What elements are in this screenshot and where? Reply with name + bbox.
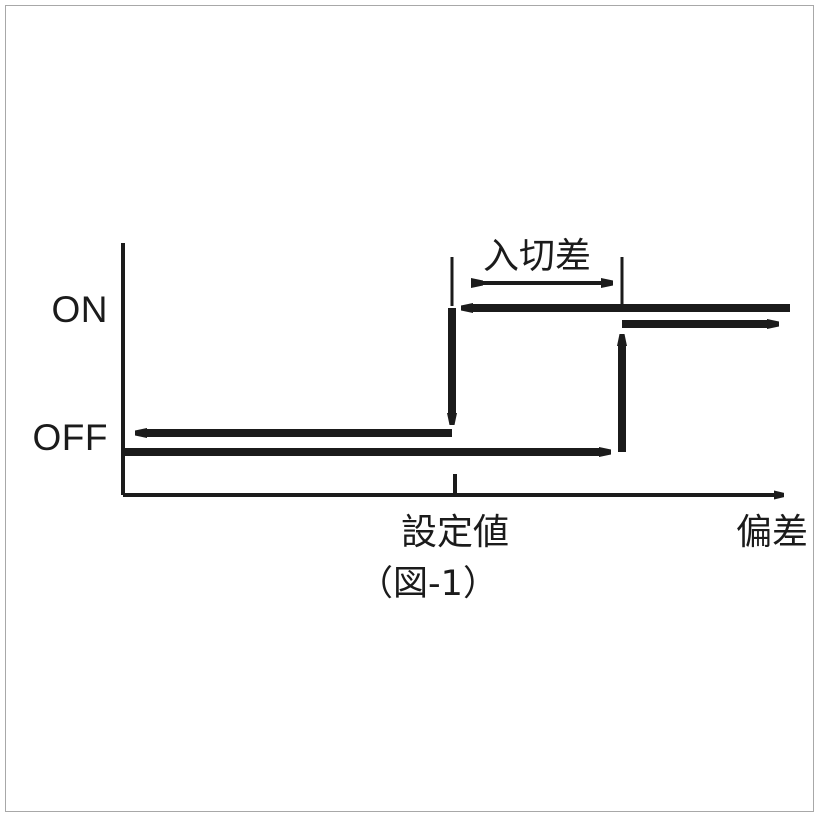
dimension-extension-lines bbox=[450, 257, 624, 306]
y-axis-label-off: OFF bbox=[33, 417, 108, 458]
falling-branch-curve bbox=[146, 308, 790, 433]
y-axis-label-on: ON bbox=[52, 289, 109, 330]
hysteresis-annotation-label: 入切差 bbox=[483, 236, 591, 277]
rising-branch-curve bbox=[124, 324, 768, 452]
figure-caption: （図-1） bbox=[358, 564, 498, 604]
axes-group bbox=[121, 243, 775, 495]
x-axis-label-deviation: 偏差 bbox=[736, 512, 808, 553]
x-axis-tick-label-setpoint: 設定値 bbox=[401, 512, 509, 553]
